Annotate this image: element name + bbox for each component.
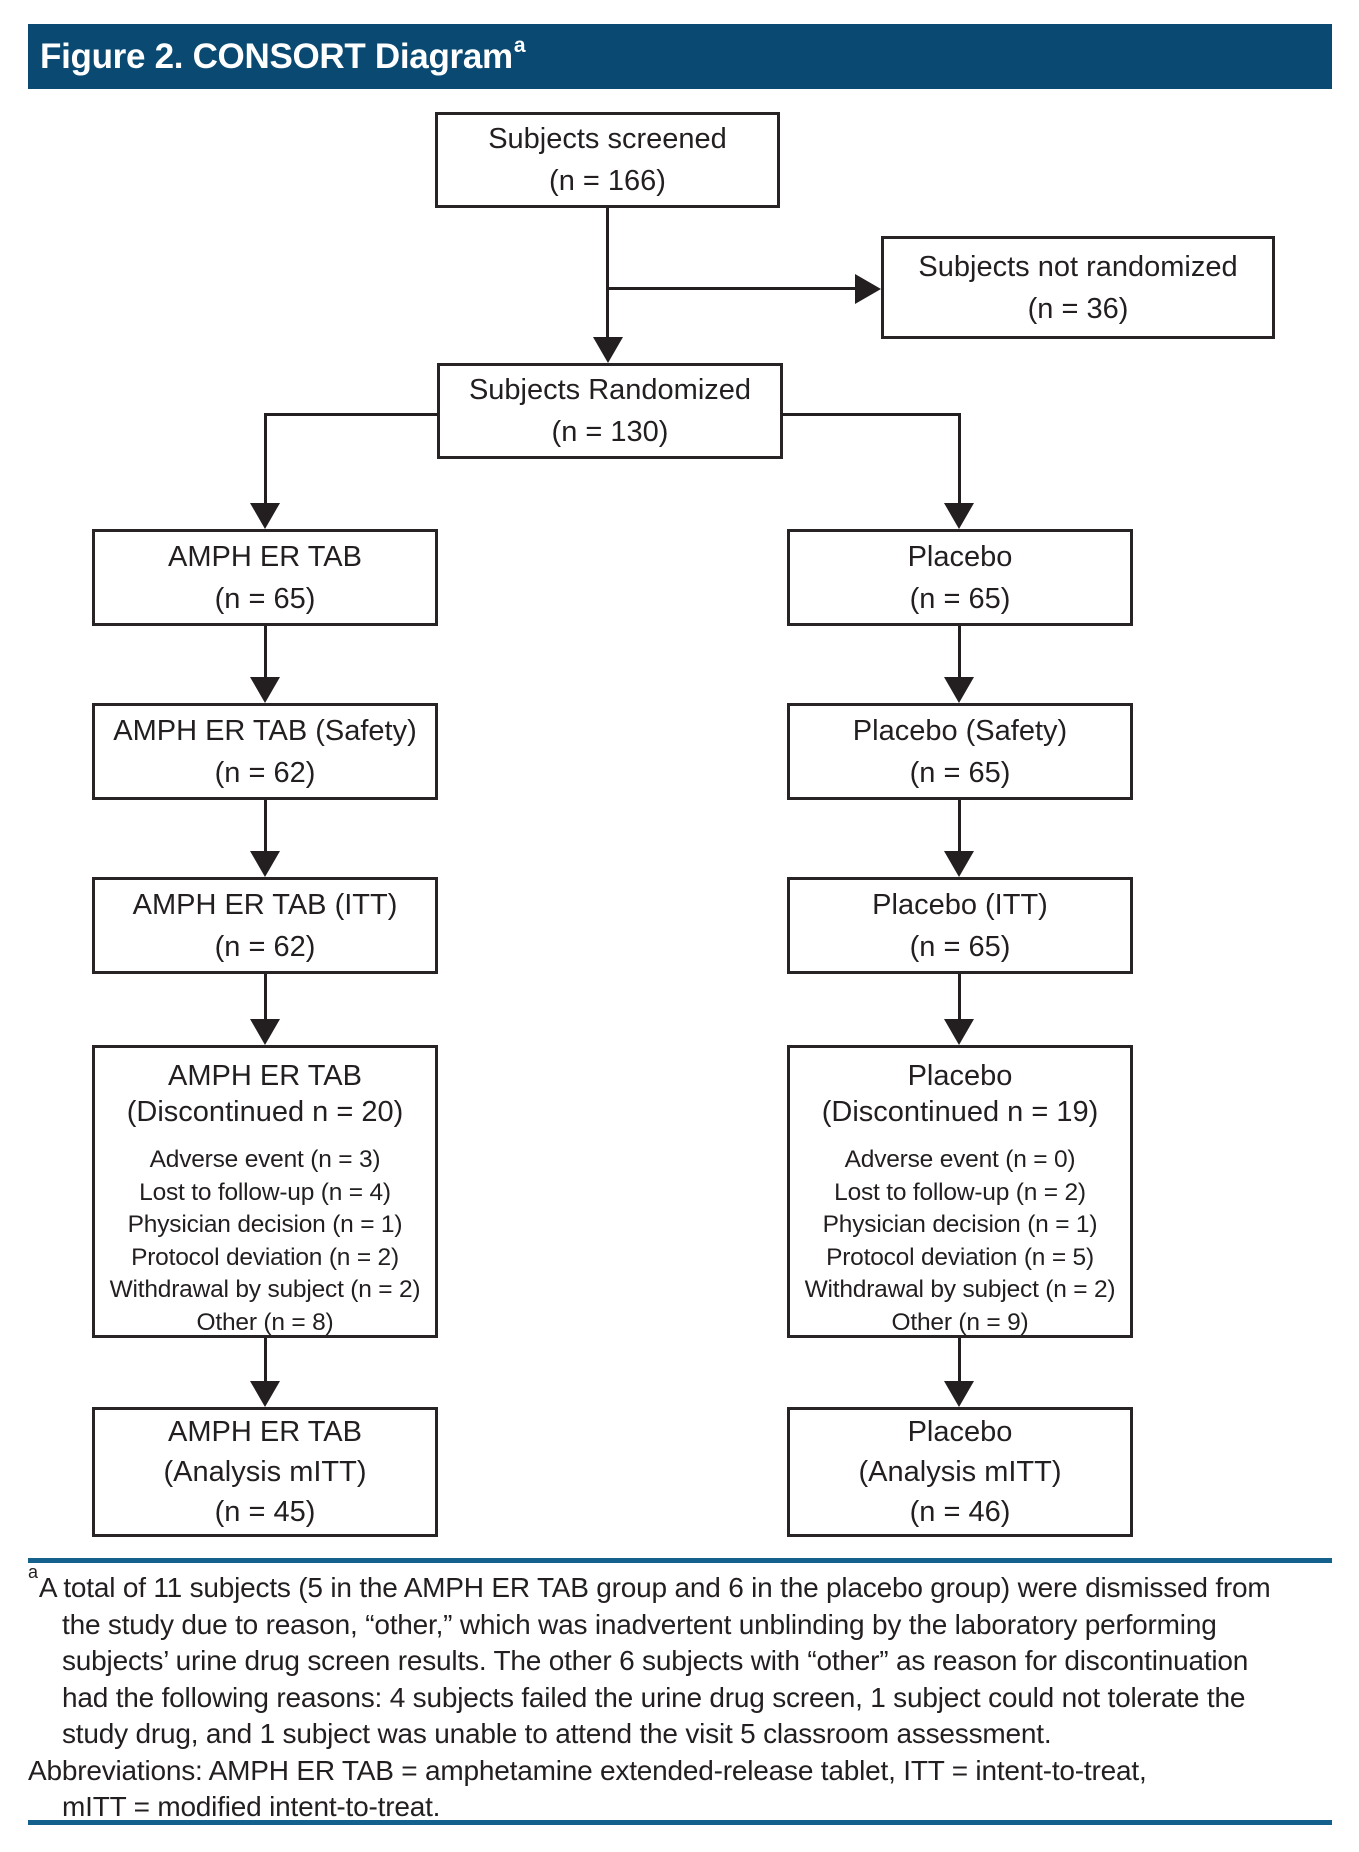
box-line: (n = 62) — [214, 930, 316, 963]
box-line: Placebo — [907, 540, 1013, 573]
connector-line — [264, 413, 438, 416]
arrowhead — [250, 677, 280, 703]
footnote-line: had the following reasons: 4 subjects fa… — [62, 1681, 1246, 1713]
connector-line — [782, 413, 960, 416]
connector-line — [264, 413, 267, 504]
arrowhead — [944, 1381, 974, 1407]
figure-title: Figure 2. CONSORT Diagram — [40, 36, 513, 76]
box-line: (Analysis mITT) — [163, 1456, 367, 1488]
box-line: AMPH ER TAB — [168, 540, 362, 573]
footnote-line: subjects’ urine drug screen results. The… — [62, 1645, 1249, 1676]
box-line: (n = 130) — [551, 416, 669, 448]
footnote-line: the study due to reason, “other,” which … — [62, 1608, 1217, 1640]
box-line: Subjects Randomized — [468, 374, 752, 406]
box-line: (Discontinued n = 20) — [126, 1096, 404, 1128]
reason-line: Protocol deviation (n = 5) — [826, 1243, 1094, 1271]
footnote-line: study drug, and 1 subject was unable to … — [62, 1718, 1052, 1749]
box-placebo-analysis: Placebo (Analysis mITT) (n = 46) — [787, 1407, 1133, 1537]
footnote-line: aA total of 11 subjects (5 in the AMPH E… — [28, 1561, 1271, 1603]
arrowhead — [944, 677, 974, 703]
box-amph-discontinued: AMPH ER TAB (Discontinued n = 20) Advers… — [92, 1045, 438, 1338]
reason-line: Other (n = 9) — [891, 1308, 1029, 1336]
box-amph-arm: AMPH ER TAB (n = 65) — [92, 529, 438, 626]
box-line: Placebo — [907, 1416, 1013, 1448]
box-line: (n = 45) — [214, 1496, 316, 1528]
box-line: (n = 65) — [214, 582, 316, 615]
box-line: (n = 46) — [909, 1496, 1011, 1528]
box-line: (Analysis mITT) — [858, 1456, 1062, 1488]
box-amph-safety: AMPH ER TAB (Safety) (n = 62) — [92, 703, 438, 800]
footnote-marker: a — [28, 1561, 38, 1582]
reason-line: Withdrawal by subject (n = 2) — [109, 1276, 421, 1303]
reason-line: Other (n = 8) — [196, 1308, 334, 1336]
box-placebo-itt: Placebo (ITT) (n = 65) — [787, 877, 1133, 974]
box-placebo-arm: Placebo (n = 65) — [787, 529, 1133, 626]
abbreviations-line: mITT = modified intent-to-treat. — [62, 1791, 441, 1822]
arrowhead — [944, 851, 974, 877]
box-line: AMPH ER TAB (Safety) — [113, 714, 417, 747]
reason-line: Adverse event (n = 0) — [844, 1146, 1076, 1173]
footnote: aA total of 11 subjects (5 in the AMPH E… — [28, 1561, 1344, 1826]
arrowhead — [250, 851, 280, 877]
box-subjects-screened: Subjects screened (n = 166) — [435, 112, 780, 208]
arrowhead — [250, 1019, 280, 1045]
connector-line — [958, 1338, 961, 1382]
box-placebo-discontinued: Placebo (Discontinued n = 19) Adverse ev… — [787, 1045, 1133, 1338]
arrowhead — [250, 503, 280, 529]
connector-line — [264, 626, 267, 678]
arrowhead — [250, 1381, 280, 1407]
connector-line — [958, 974, 961, 1020]
box-line: (Discontinued n = 19) — [821, 1096, 1099, 1128]
arrowhead — [593, 337, 623, 363]
connector-line — [264, 1338, 267, 1382]
arrowhead — [855, 274, 881, 304]
arrowhead — [944, 503, 974, 529]
discontinuation-reasons: Adverse event (n = 3) Lost to follow-up … — [110, 1144, 421, 1339]
box-line: (n = 65) — [909, 930, 1011, 963]
connector-line — [958, 800, 961, 852]
reason-line: Adverse event (n = 3) — [149, 1146, 381, 1173]
reason-line: Lost to follow-up (n = 2) — [834, 1178, 1086, 1206]
box-line: Subjects screened — [488, 123, 727, 155]
box-subjects-not-randomized: Subjects not randomized (n = 36) — [881, 236, 1275, 339]
connector-line — [606, 287, 856, 290]
abbreviations-line: Abbreviations: AMPH ER TAB = amphetamine… — [28, 1754, 1147, 1786]
reason-line: Physician decision (n = 1) — [127, 1211, 403, 1238]
connector-line — [958, 626, 961, 678]
reason-line: Lost to follow-up (n = 4) — [139, 1178, 391, 1206]
box-line: (n = 65) — [909, 756, 1011, 789]
reason-line: Physician decision (n = 1) — [822, 1211, 1098, 1238]
box-line: Placebo — [907, 1060, 1013, 1092]
box-line: Placebo (Safety) — [852, 714, 1068, 747]
arrowhead — [944, 1019, 974, 1045]
box-line: AMPH ER TAB (ITT) — [132, 888, 398, 921]
box-placebo-safety: Placebo (Safety) (n = 65) — [787, 703, 1133, 800]
box-line: (n = 65) — [909, 582, 1011, 615]
box-line: AMPH ER TAB — [168, 1060, 362, 1092]
figure-bottom-rule — [28, 1820, 1332, 1825]
connector-line — [606, 208, 609, 338]
reason-line: Protocol deviation (n = 2) — [131, 1243, 399, 1271]
box-line: Placebo (ITT) — [872, 888, 1048, 921]
box-line: (n = 36) — [1027, 292, 1129, 325]
box-line: (n = 166) — [549, 165, 666, 197]
reason-line: Withdrawal by subject (n = 2) — [804, 1276, 1116, 1303]
box-line: Subjects not randomized — [918, 250, 1238, 283]
discontinuation-reasons: Adverse event (n = 0) Lost to follow-up … — [805, 1144, 1116, 1339]
footnote-top-rule — [28, 1558, 1332, 1563]
connector-line — [264, 974, 267, 1020]
box-subjects-randomized: Subjects Randomized (n = 130) — [437, 363, 783, 459]
box-amph-analysis: AMPH ER TAB (Analysis mITT) (n = 45) — [92, 1407, 438, 1537]
box-line: (n = 62) — [214, 756, 316, 789]
connector-line — [958, 413, 961, 504]
connector-line — [264, 800, 267, 852]
box-line: AMPH ER TAB — [168, 1416, 362, 1448]
box-amph-itt: AMPH ER TAB (ITT) (n = 62) — [92, 877, 438, 974]
